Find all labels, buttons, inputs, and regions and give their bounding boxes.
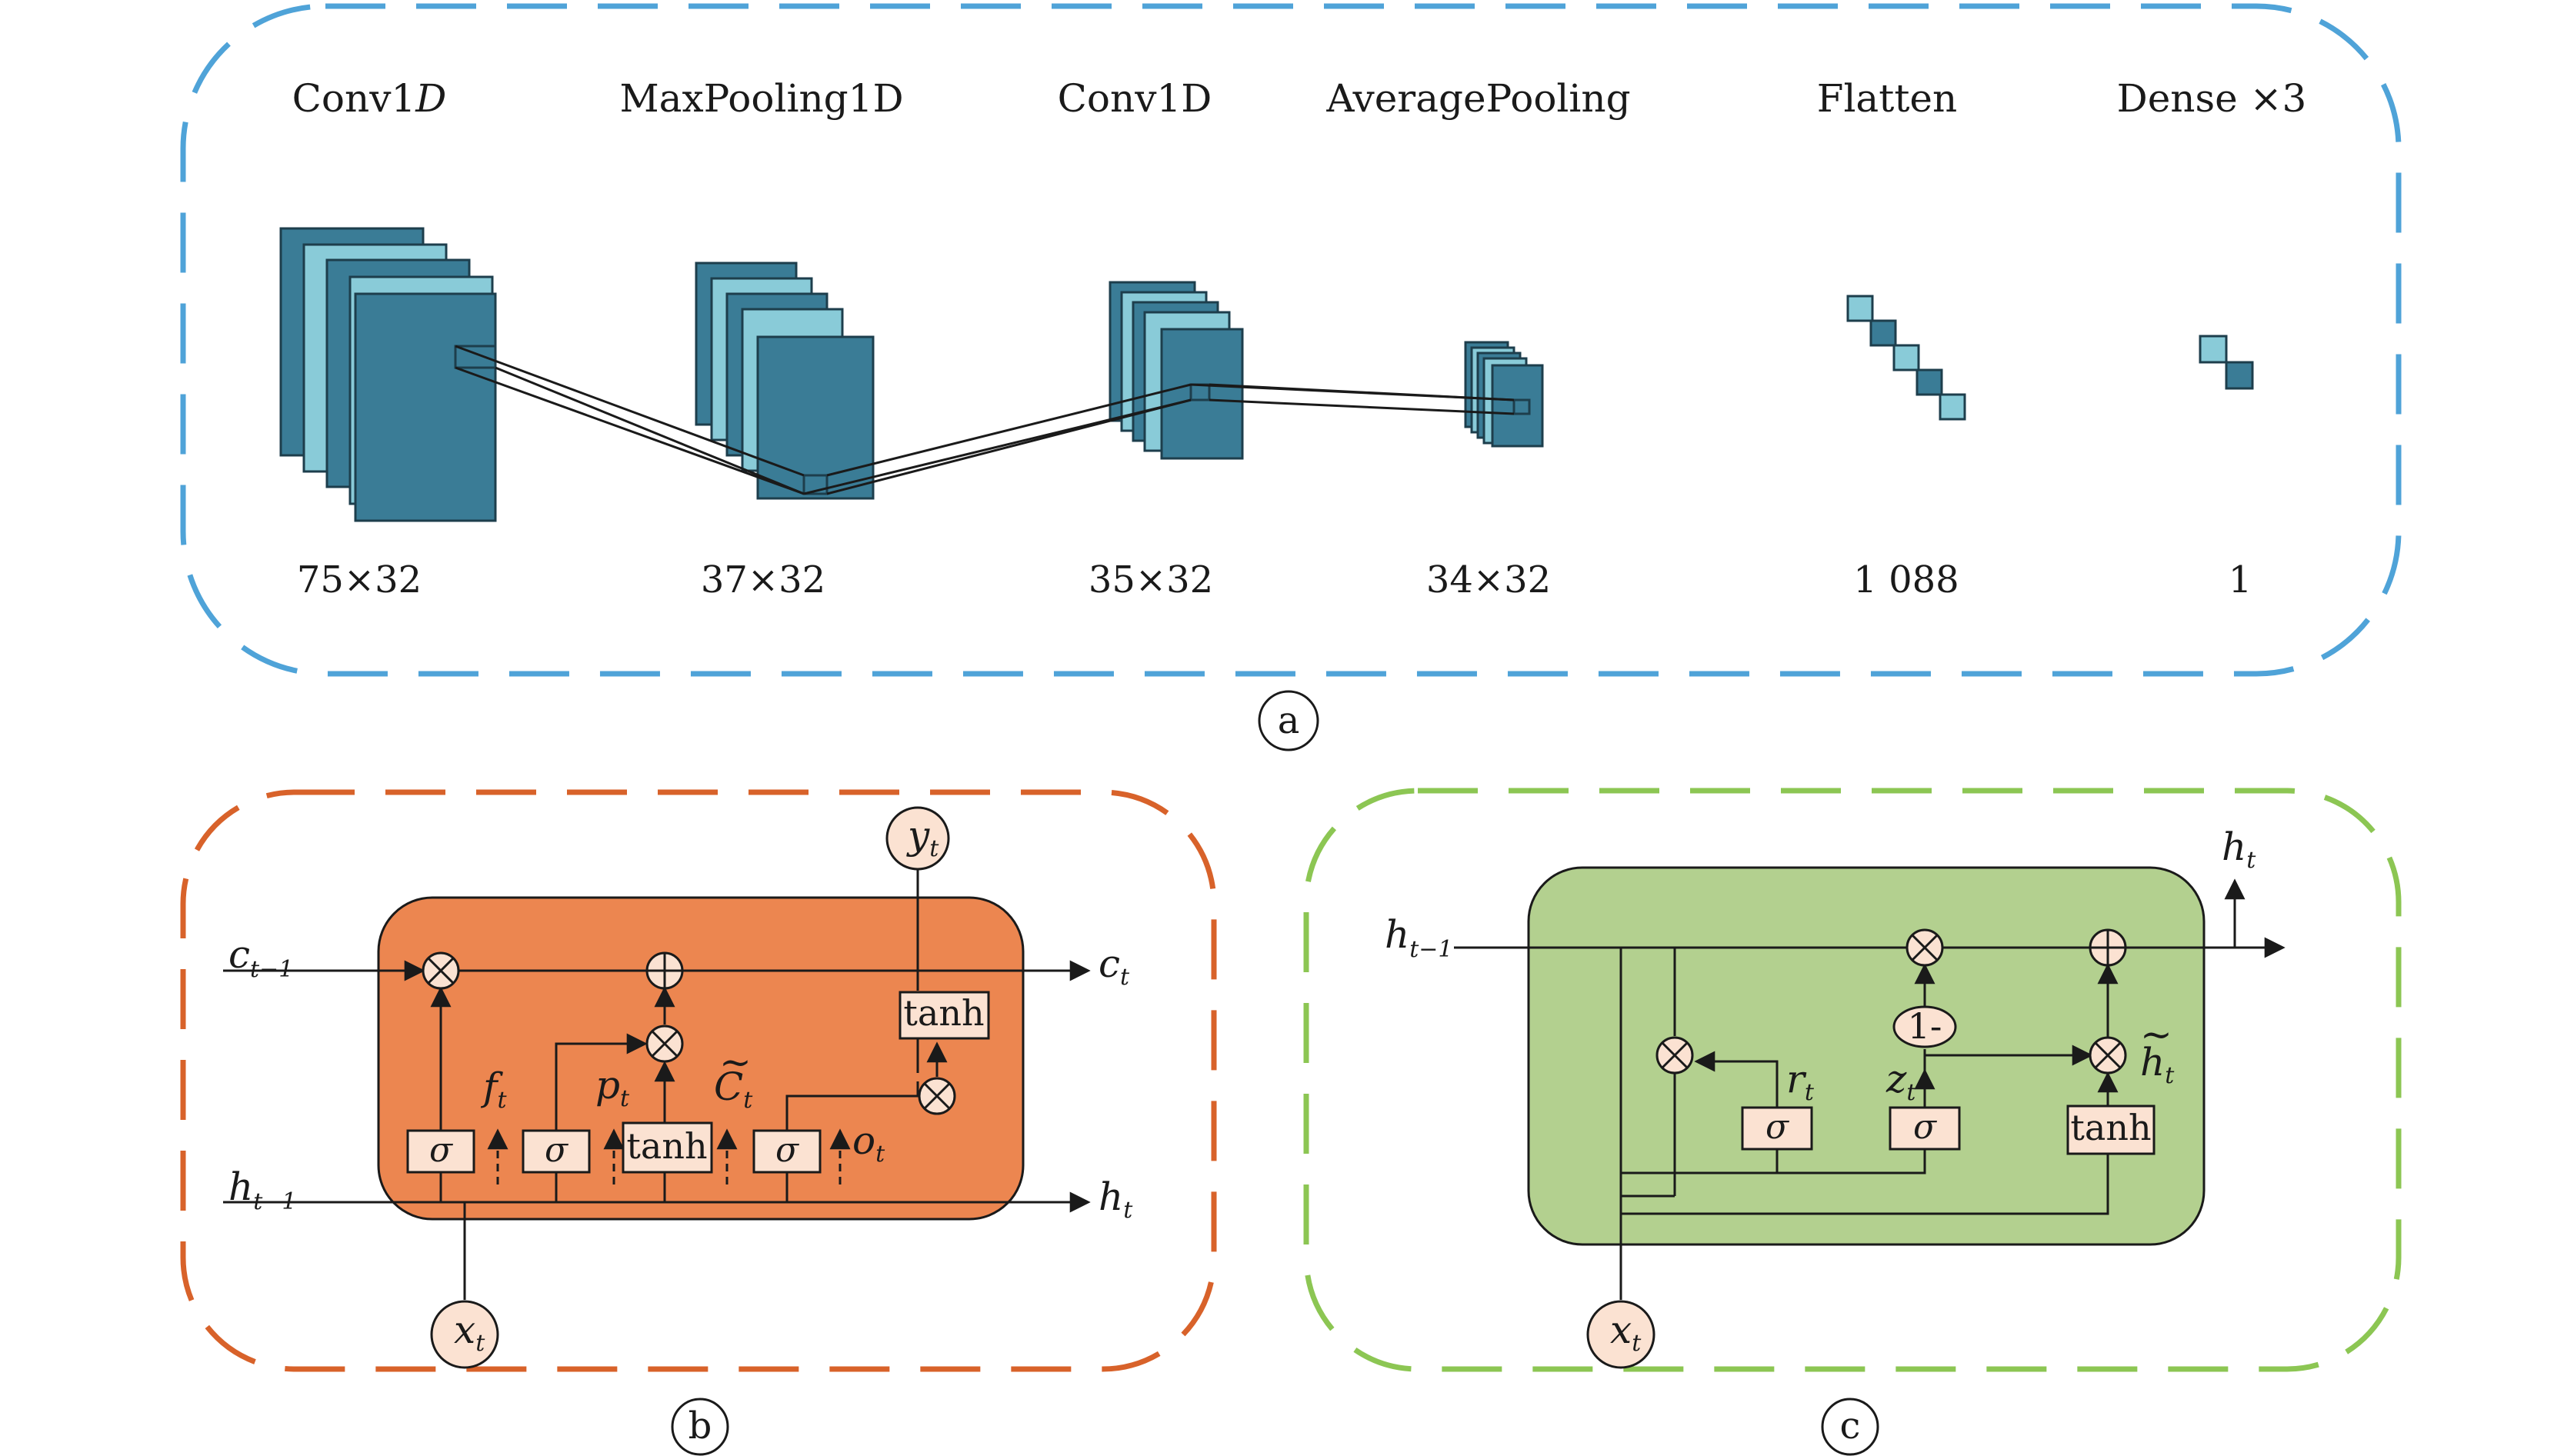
gru-label-h-tilde: ht (2140, 1040, 2175, 1089)
svg-text:tanh: tanh (626, 1125, 707, 1167)
gru-input-x: xt (1586, 1300, 1655, 1369)
lstm-label-o: ot (852, 1118, 885, 1168)
panel-c: 1- σ σ tanh rt zt ~ ht ht−1 ht xt c (1303, 788, 2402, 1456)
svg-text:1-: 1- (1908, 1005, 1942, 1047)
gru-reset-multiply (1655, 1036, 1694, 1075)
gru-label-tilde: ~ (2140, 1012, 2172, 1057)
lstm-output-y: yt (885, 806, 950, 871)
svg-text:xt: xt (1610, 1308, 1642, 1357)
gru-label-z: zt (1885, 1057, 1916, 1106)
svg-text:σ: σ (545, 1131, 569, 1170)
svg-text:tanh: tanh (2070, 1107, 2151, 1148)
panel-a-border (180, 3, 2402, 677)
lstm-input-x: xt (430, 1300, 499, 1369)
svg-text:xt: xt (454, 1308, 485, 1357)
gru-candidate-tanh: tanh (2066, 1104, 2156, 1155)
svg-text:σ: σ (1913, 1108, 1938, 1147)
panel-a: Conv1D MaxPooling1D Conv1D AveragePoolin… (180, 3, 2402, 751)
lstm-gate-candidate-tanh: tanh (622, 1121, 713, 1174)
caption-a-circle (1258, 690, 1319, 751)
svg-text:σ: σ (429, 1131, 454, 1170)
caption-b-circle (671, 1398, 729, 1456)
lstm-cell-add (645, 951, 684, 990)
gru-cell-body (1527, 866, 2206, 1246)
layer-title-conv1d-1: Conv1D (292, 76, 447, 121)
lstm-cell-tanh: tanh (899, 991, 990, 1040)
averagepooling-stack (1464, 341, 1544, 448)
layer-title-dense: Dense ×3 (2117, 76, 2307, 121)
lstm-input-c-prev: ct−1 (228, 932, 293, 983)
shape-label-conv1d-2: 35×32 (1089, 558, 1213, 601)
gru-candidate-multiply (2089, 1036, 2127, 1075)
lstm-label-tilde: ~ (719, 1040, 752, 1085)
caption-b: b (689, 1404, 712, 1448)
caption-c-circle (1821, 1398, 1879, 1456)
lstm-input-multiply (645, 1025, 684, 1063)
conv1d-1-stack (279, 227, 497, 522)
svg-text:tanh: tanh (903, 992, 984, 1034)
panel-b-border (180, 789, 1217, 1372)
connection-lines (455, 345, 1515, 495)
svg-text:σ: σ (1765, 1108, 1790, 1147)
lstm-input-h-prev: ht−1 (228, 1164, 296, 1215)
shape-label-maxpooling: 37×32 (701, 558, 825, 601)
caption-c: c (1840, 1404, 1861, 1448)
gru-update-multiply (1905, 928, 1944, 967)
conv1d-2-stack (1109, 281, 1244, 460)
svg-text:yt: yt (906, 813, 939, 862)
gru-gate-update: σ (1889, 1106, 1961, 1151)
layer-title-averagepooling: AveragePooling (1325, 76, 1630, 121)
shape-label-conv1d-1: 75×32 (297, 558, 422, 601)
layer-title-flatten: Flatten (1817, 76, 1957, 121)
lstm-gate-forget: σ (406, 1129, 475, 1174)
shape-label-dense: 1 (2229, 558, 2252, 601)
shape-label-averagepooling: 34×32 (1426, 558, 1551, 601)
panel-c-border (1303, 788, 2402, 1372)
shape-label-flatten: 1 088 (1853, 558, 1959, 601)
lstm-gate-output: σ (752, 1129, 822, 1174)
panel-b: σ σ tanh σ tanh ft pt ~ Ct ot ct−1 ht−1 … (180, 789, 1217, 1456)
layer-title-conv1d-2: Conv1D (1058, 76, 1212, 121)
svg-text:σ: σ (775, 1131, 800, 1170)
lstm-gate-input: σ (522, 1129, 591, 1174)
gru-one-minus: 1- (1892, 1005, 1957, 1048)
caption-a: a (1278, 699, 1300, 742)
gru-gate-reset: σ (1741, 1106, 1813, 1151)
flatten-cells (1846, 295, 1966, 421)
dense-cells (2199, 335, 2254, 390)
lstm-forget-multiply (422, 951, 460, 990)
lstm-output-multiply (918, 1077, 956, 1115)
gru-output-h: ht (2222, 825, 2256, 874)
gru-label-r: rt (1786, 1057, 1815, 1106)
maxpooling-stack (695, 262, 875, 500)
lstm-output-c: ct (1099, 941, 1130, 991)
lstm-label-p: pt (595, 1063, 630, 1112)
gru-input-h-prev: ht−1 (1385, 912, 1452, 963)
layer-title-maxpooling: MaxPooling1D (619, 76, 903, 121)
gru-add (2089, 928, 2127, 967)
lstm-label-c-tilde: Ct (714, 1065, 753, 1114)
lstm-output-h: ht (1099, 1174, 1133, 1224)
